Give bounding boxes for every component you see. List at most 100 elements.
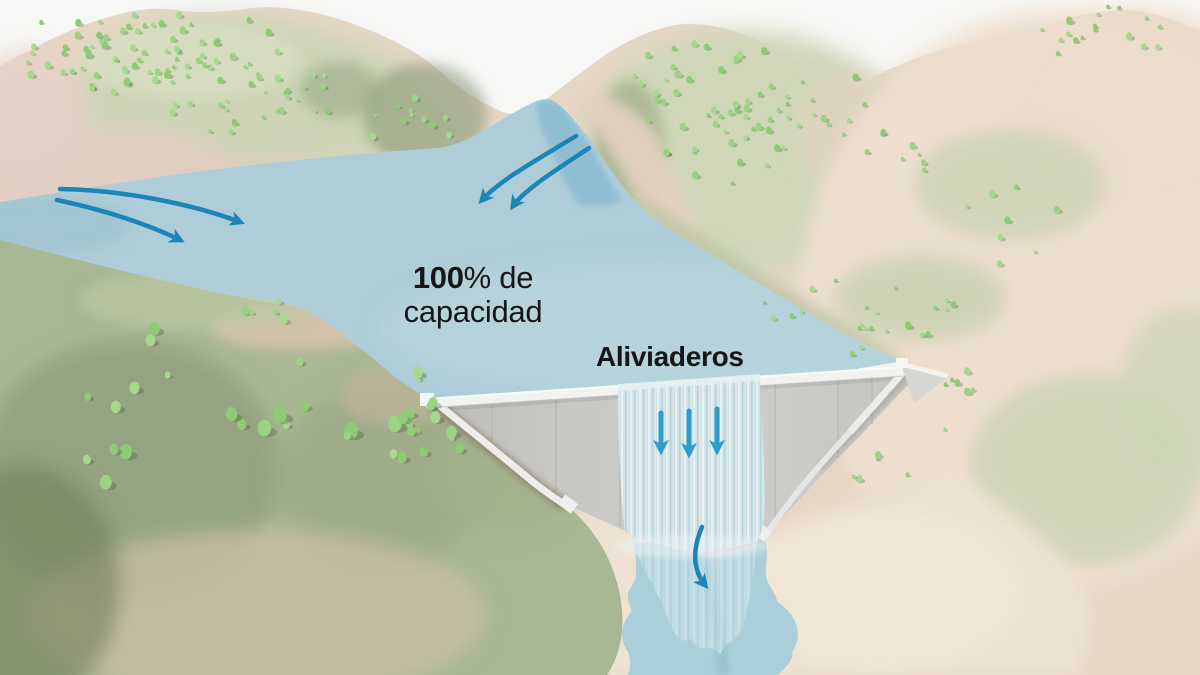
tree: [284, 93, 291, 101]
tree: [237, 418, 247, 431]
tree: [93, 71, 100, 79]
tree: [137, 57, 142, 64]
tree: [27, 70, 35, 79]
tree: [257, 419, 272, 437]
tree: [894, 286, 898, 291]
tree: [857, 326, 862, 332]
capacity-label: 100% de capacidad: [392, 261, 554, 329]
tree: [645, 51, 651, 59]
tree: [80, 66, 86, 72]
tree: [905, 321, 912, 330]
tree: [75, 18, 82, 27]
tree: [121, 65, 128, 74]
tree: [184, 63, 190, 70]
valley-floor-light: [740, 510, 1020, 670]
tree: [273, 309, 279, 316]
tree: [84, 392, 92, 402]
tree: [442, 114, 449, 122]
tree: [920, 332, 925, 339]
inflow-arrow-top-2: [509, 145, 592, 211]
tree: [810, 98, 815, 103]
tree: [945, 307, 949, 312]
tree: [405, 407, 415, 419]
tree: [145, 334, 156, 347]
trees: [26, 4, 1164, 491]
waterfall-main: [618, 378, 765, 552]
tree: [1157, 24, 1163, 30]
tree: [30, 50, 35, 57]
left-edge-pink: [0, 50, 90, 170]
tree: [263, 90, 267, 95]
tree: [83, 454, 91, 465]
hill-bottom-pale: [25, 530, 485, 675]
tree: [781, 145, 786, 151]
tree: [187, 100, 194, 108]
tree: [1125, 32, 1133, 41]
inflow-arrow-left-1: [57, 186, 246, 226]
tree: [176, 11, 182, 19]
tree: [785, 101, 790, 107]
tree: [158, 19, 165, 28]
tree: [430, 411, 441, 424]
tree: [285, 87, 291, 94]
tree: [129, 44, 136, 52]
tree: [723, 129, 728, 135]
tree: [343, 430, 351, 441]
tree: [1080, 35, 1085, 41]
tree: [1155, 44, 1161, 51]
tree: [933, 305, 938, 311]
tree: [970, 387, 976, 393]
tree: [950, 377, 954, 383]
tree: [1053, 205, 1061, 214]
tree: [744, 98, 751, 105]
tree: [320, 82, 327, 91]
tree: [31, 43, 37, 51]
tree: [279, 314, 288, 325]
tree: [1066, 16, 1073, 25]
tree: [216, 37, 220, 42]
tree: [110, 88, 117, 96]
tree: [755, 122, 762, 131]
tree: [1141, 43, 1147, 51]
tree: [761, 47, 768, 55]
tree: [120, 27, 126, 35]
tree: [751, 126, 756, 132]
cascade-lower: [627, 530, 757, 655]
crest-end-block-right: [896, 358, 908, 368]
capacity-value: 100: [412, 260, 464, 295]
tree: [663, 148, 670, 157]
tree: [963, 387, 971, 396]
tree: [265, 28, 272, 37]
tree: [147, 70, 152, 76]
tree: [767, 116, 773, 123]
tree: [189, 22, 193, 28]
tree: [786, 115, 791, 121]
tree: [134, 27, 141, 35]
tree: [151, 22, 156, 28]
tree: [875, 451, 882, 459]
tree: [1066, 31, 1071, 38]
tree: [26, 60, 31, 66]
waterfall-foam: [614, 534, 770, 558]
tree: [789, 312, 795, 320]
tree: [301, 401, 310, 412]
tree: [374, 113, 377, 118]
tree: [686, 75, 693, 84]
tree: [249, 309, 255, 316]
tree: [208, 129, 213, 135]
tree: [169, 108, 176, 117]
tree: [645, 117, 651, 124]
right-green2: [835, 256, 1005, 340]
tree: [321, 73, 326, 79]
tree: [246, 17, 252, 24]
tree: [132, 12, 138, 19]
tree: [880, 128, 887, 137]
tree: [102, 41, 109, 50]
tree: [164, 371, 171, 379]
tree: [202, 62, 208, 69]
wing-block-left: [558, 494, 578, 514]
tree: [664, 78, 668, 83]
tree: [60, 69, 67, 77]
tree: [296, 357, 304, 367]
inflow-arrow-top-1: [478, 133, 579, 204]
